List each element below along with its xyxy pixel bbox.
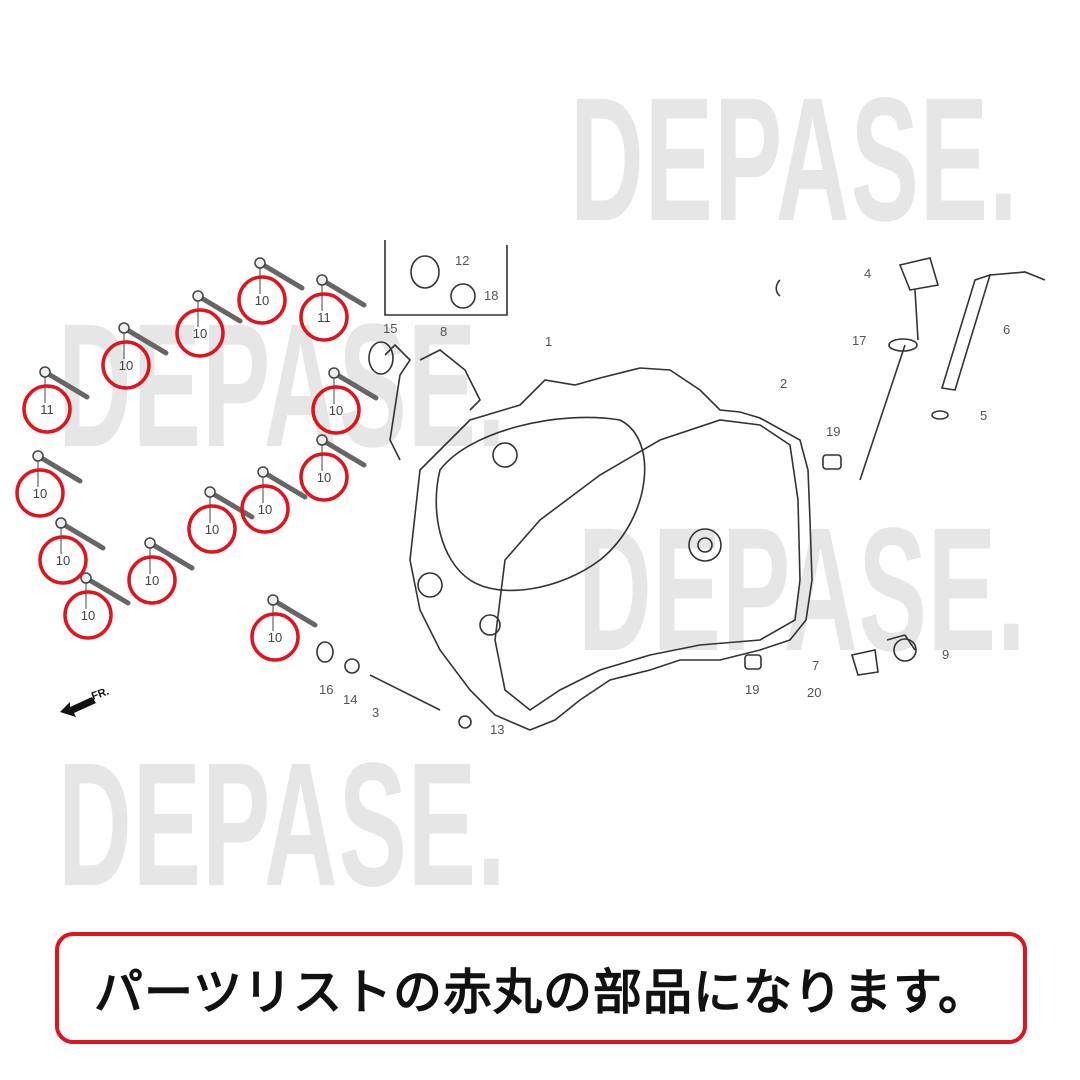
red-highlight-circle [22, 384, 72, 434]
bolt [35, 453, 83, 484]
bolt [58, 520, 106, 551]
part-number-label: 18 [484, 288, 498, 303]
bolt-head [316, 434, 328, 446]
bolt-head [55, 517, 67, 529]
red-highlight-circle [38, 535, 88, 585]
circled-part-number: 10 [268, 630, 282, 645]
bolt [260, 469, 308, 500]
part-number-label: 16 [319, 682, 333, 697]
part-number-label: 19 [745, 682, 759, 697]
circled-part-number: 10 [329, 403, 343, 418]
part-number-label: 12 [455, 253, 469, 268]
part-number-label: 15 [383, 321, 397, 336]
bolt-head [39, 366, 51, 378]
part-number-label: 1 [545, 334, 552, 349]
bolt [147, 540, 195, 571]
bolt-head [144, 537, 156, 549]
bolt-head [257, 466, 269, 478]
circled-part-number: 10 [258, 502, 272, 517]
bolt [319, 437, 367, 468]
circled-part-number: 10 [317, 470, 331, 485]
bolt [42, 369, 90, 400]
bolt [83, 575, 131, 606]
red-highlight-circle [15, 468, 65, 518]
bolt-head [204, 486, 216, 498]
red-highlight-circle [299, 452, 349, 502]
front-direction-arrow: FR. [60, 685, 111, 717]
red-highlight-circle [127, 555, 177, 605]
red-highlight-circle [250, 612, 300, 662]
part-number-label: 7 [812, 658, 819, 673]
part-number-label: 20 [807, 685, 821, 700]
bolt [121, 325, 169, 356]
bolt [207, 489, 255, 520]
highlighted-bolts: 11 10 10 10 11 10 10 10 10 10 10 10 10 10 [15, 268, 361, 662]
watermark: DEPASE. [570, 62, 1019, 258]
part-number-label: 17 [852, 333, 866, 348]
red-highlight-circle [237, 275, 287, 325]
circled-part-number: 10 [145, 573, 159, 588]
bolts [32, 257, 379, 628]
bolt-head [267, 594, 279, 606]
part-number-label: 2 [780, 376, 787, 391]
bolt-head [316, 274, 328, 286]
bolt-head [254, 257, 266, 269]
bolt-head [328, 367, 340, 379]
part-number-label: 14 [343, 692, 357, 707]
circled-part-number: 10 [56, 553, 70, 568]
circled-part-number: 10 [33, 486, 47, 501]
bolt [270, 597, 318, 628]
red-highlight-circle [311, 385, 361, 435]
bolt [257, 260, 305, 291]
bolt [331, 370, 379, 401]
circled-part-number: 11 [317, 310, 331, 325]
bolt-head [118, 322, 130, 334]
front-direction-label: FR. [90, 685, 111, 702]
watermark: DEPASE. [58, 727, 507, 923]
crankcase-cover-drawing [316, 240, 1046, 731]
bolt-head [32, 450, 44, 462]
red-highlight-circle [175, 308, 225, 358]
part-number-label: 6 [1003, 322, 1010, 337]
red-highlight-circle [187, 504, 237, 554]
part-number-label: 9 [942, 647, 949, 662]
circled-part-number: 10 [193, 326, 207, 341]
red-highlight-circle [101, 340, 151, 390]
watermark: DEPASE. [578, 492, 1027, 688]
part-number-label: 8 [440, 324, 447, 339]
part-number-label: 13 [490, 722, 504, 737]
red-highlight-circle [299, 292, 349, 342]
circled-part-number: 11 [40, 402, 54, 417]
circled-part-number: 10 [119, 358, 133, 373]
part-number-label: 5 [980, 408, 987, 423]
part-number-label: 4 [864, 266, 871, 281]
caption-text: パーツリストの赤丸の部品になります。 [93, 963, 989, 1021]
part-number-label: 19 [826, 424, 840, 439]
circled-part-number: 10 [205, 522, 219, 537]
circled-part-number: 10 [255, 293, 269, 308]
caption-box: パーツリストの赤丸の部品になります。 [55, 932, 1027, 1044]
bolt [195, 293, 243, 324]
part-number-label: 3 [372, 705, 379, 720]
red-highlight-circle [63, 590, 113, 640]
red-highlight-circle [240, 484, 290, 534]
bolt-head [192, 290, 204, 302]
bolt [319, 277, 367, 308]
circled-part-number: 10 [81, 608, 95, 623]
